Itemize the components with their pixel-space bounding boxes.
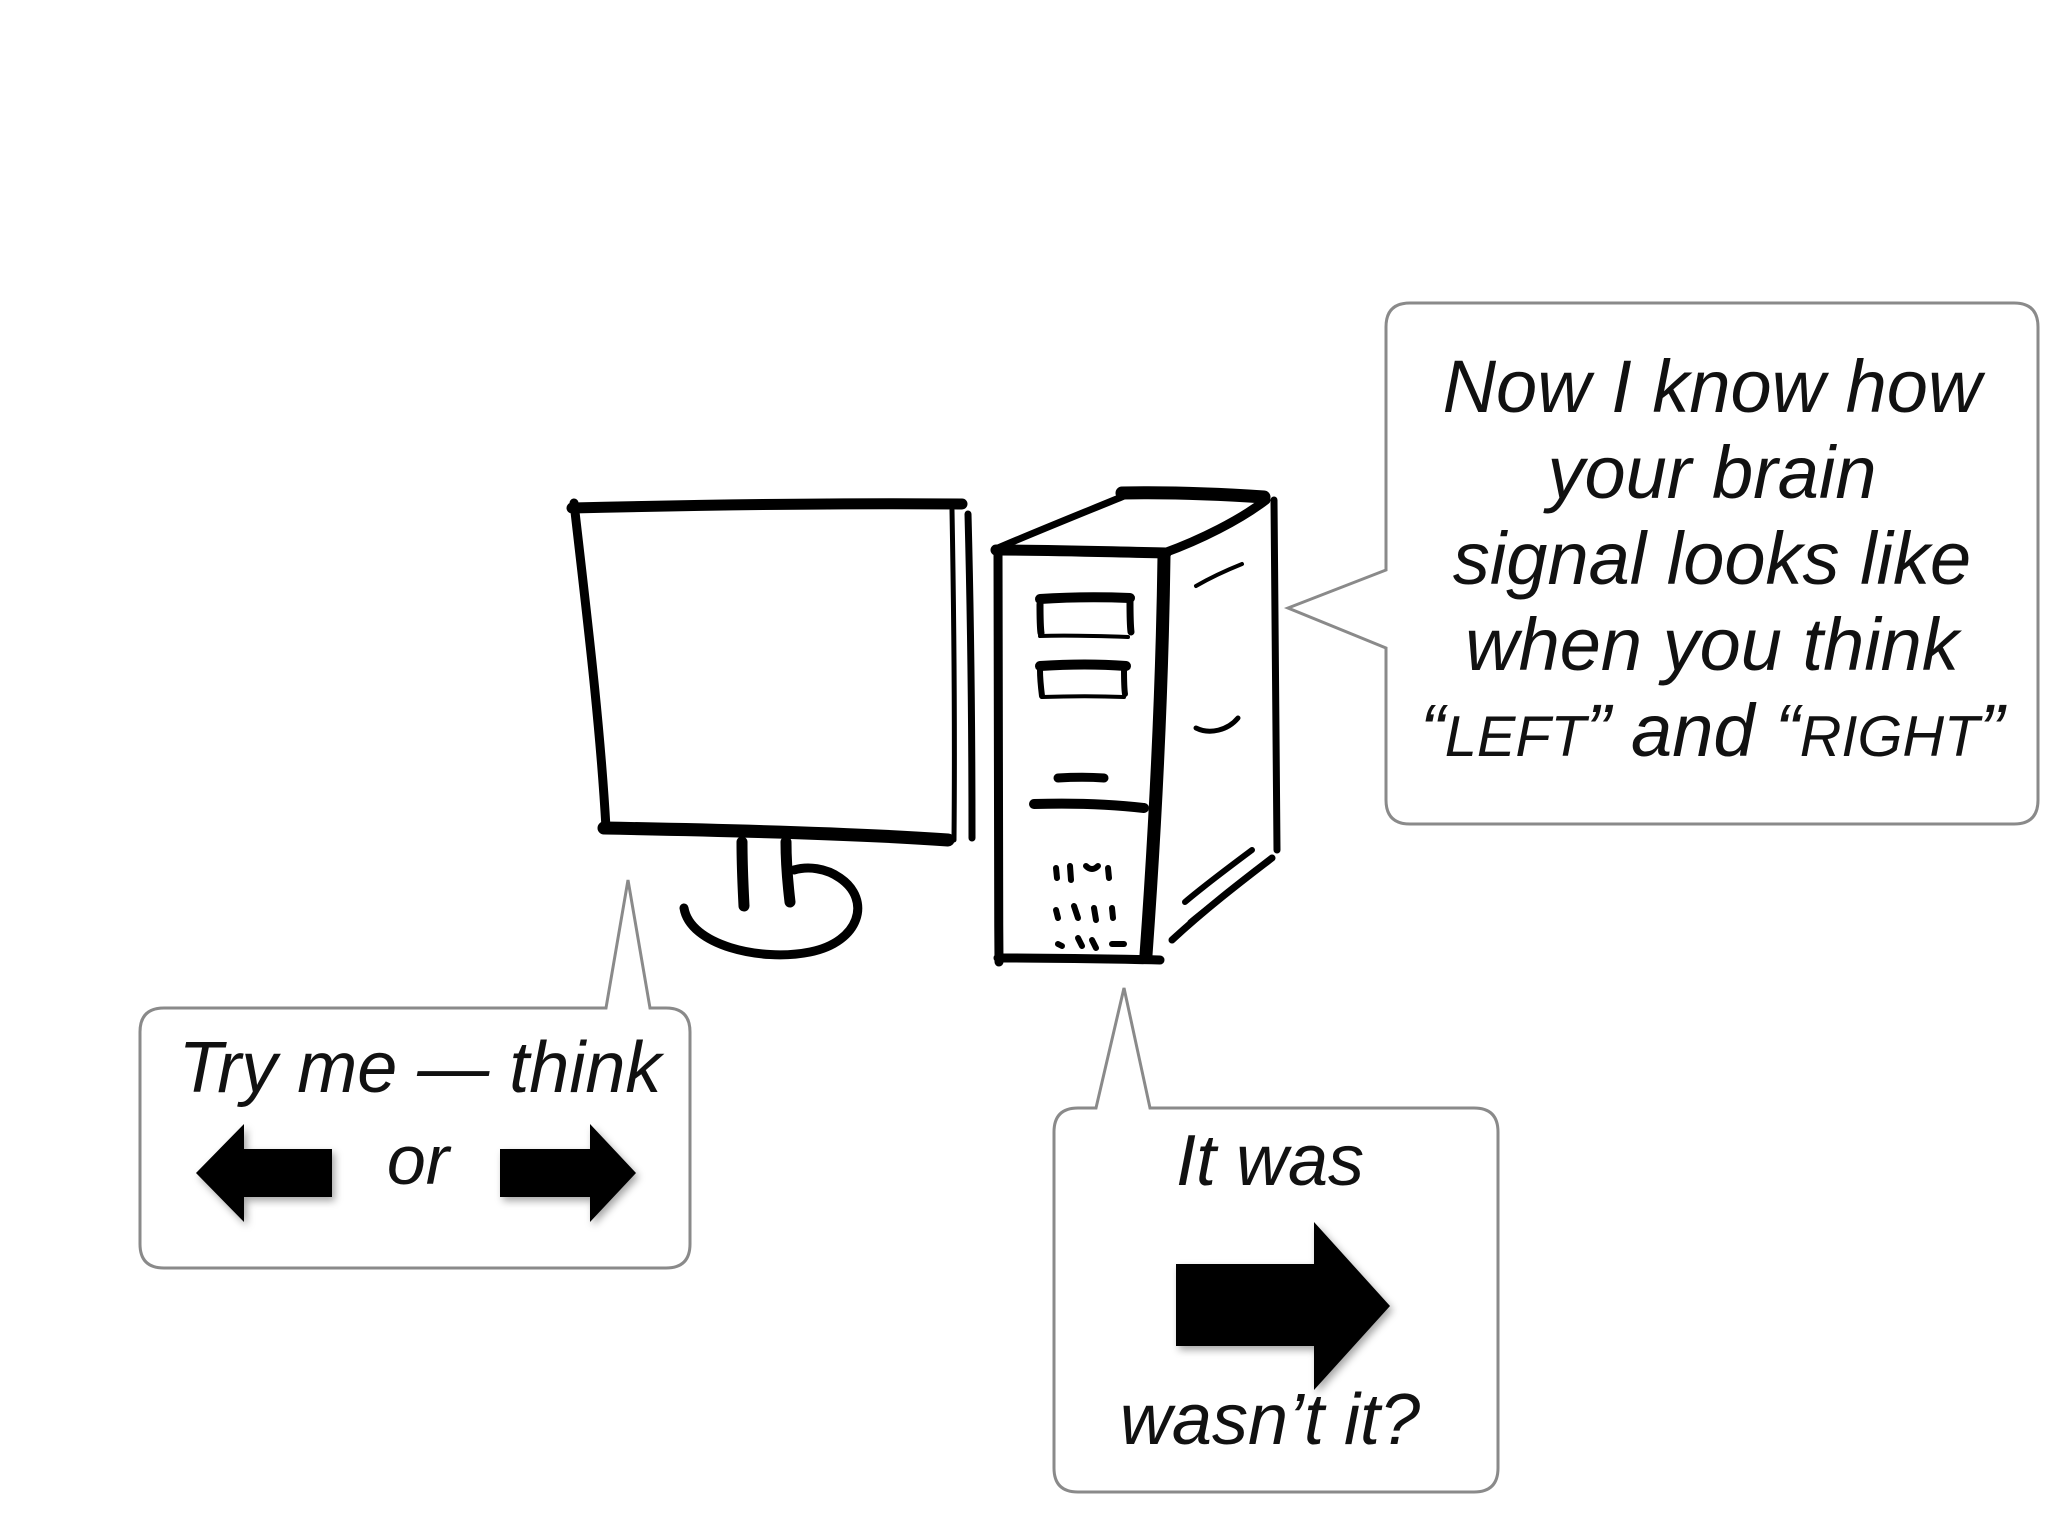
- computer-speech-bubble: [1283, 301, 2040, 826]
- right-keyword: RIGHT: [1799, 705, 1980, 769]
- left-keyword: LEFT: [1444, 705, 1586, 769]
- and-text: ” and “: [1585, 689, 1800, 772]
- computer-bubble-line-3: signal looks like: [1452, 517, 1972, 600]
- result-bubble-line-1: It was: [1175, 1121, 1365, 1201]
- computer-bubble-line-4: when you think: [1465, 603, 1959, 686]
- right-arrow-icon: [500, 1124, 636, 1222]
- left-arrow-icon: [196, 1124, 332, 1222]
- try-me-bubble-line-1: Try me — think: [178, 1028, 662, 1108]
- computer-bubble-text: Now I know how your brain signal looks l…: [1392, 344, 2032, 780]
- monitor-icon: [566, 498, 976, 960]
- try-me-bubble-or: or: [386, 1121, 450, 1199]
- close-quote: ”: [1979, 689, 2004, 772]
- open-quote: “: [1420, 689, 1445, 772]
- result-right-arrow-icon: [1176, 1222, 1390, 1390]
- computer-tower-icon: [990, 486, 1281, 967]
- computer-bubble-line-5: “LEFT” and “RIGHT”: [1392, 688, 2032, 780]
- computer-bubble-line-1: Now I know how: [1442, 345, 1982, 428]
- result-speech-bubble: [1052, 987, 1500, 1494]
- result-bubble-line-2: wasn’t it?: [1119, 1380, 1421, 1460]
- computer-bubble-line-2: your brain: [1547, 431, 1877, 514]
